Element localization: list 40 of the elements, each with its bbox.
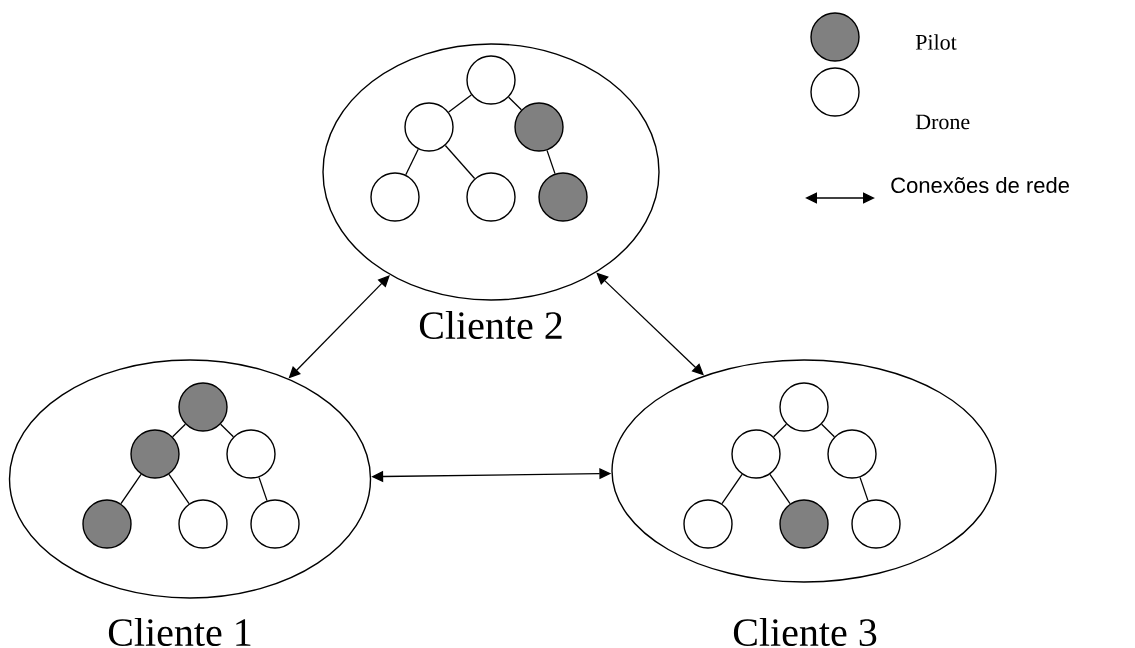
client-label: Cliente 1	[108, 617, 251, 647]
tree-circle	[466, 172, 516, 222]
network-arrow	[288, 275, 390, 379]
tree-circle	[827, 429, 877, 479]
tree-circle	[779, 499, 829, 549]
tree-line	[859, 476, 869, 502]
tree-line	[769, 473, 791, 505]
tree-circle	[731, 429, 781, 479]
tree-circle	[250, 499, 300, 549]
tree-line	[220, 423, 234, 438]
client-label: Cliente 3	[733, 617, 877, 647]
legend-label: Drone	[915, 114, 970, 130]
tree-circle	[370, 172, 420, 222]
tree-circle	[130, 429, 180, 479]
legend-label: Conexões de rede	[891, 176, 1069, 194]
tree-circle	[466, 55, 516, 105]
tree-line	[546, 149, 556, 175]
tree-circle	[683, 499, 733, 549]
legend-label: Pilot	[915, 34, 957, 50]
tree-circle	[851, 499, 901, 549]
tree-line	[821, 423, 835, 438]
tree-circle	[779, 382, 829, 432]
tree-line	[258, 476, 268, 502]
tree-line	[773, 423, 787, 438]
tree-circle	[178, 382, 228, 432]
tree-line	[721, 473, 743, 505]
tree-line	[120, 473, 142, 505]
tree-circle	[178, 499, 228, 549]
tree-circle	[538, 172, 588, 222]
tree-line	[168, 473, 190, 505]
tree-line	[405, 148, 419, 176]
tree-circle	[82, 499, 132, 549]
tree-circle	[514, 102, 564, 152]
tree-circle	[404, 102, 454, 152]
tree-line	[448, 94, 472, 113]
client-label: Cliente 2	[419, 310, 562, 340]
tree-line	[444, 144, 476, 180]
tree-circle	[226, 429, 276, 479]
tree-line	[172, 423, 186, 438]
tree-line	[508, 96, 522, 111]
